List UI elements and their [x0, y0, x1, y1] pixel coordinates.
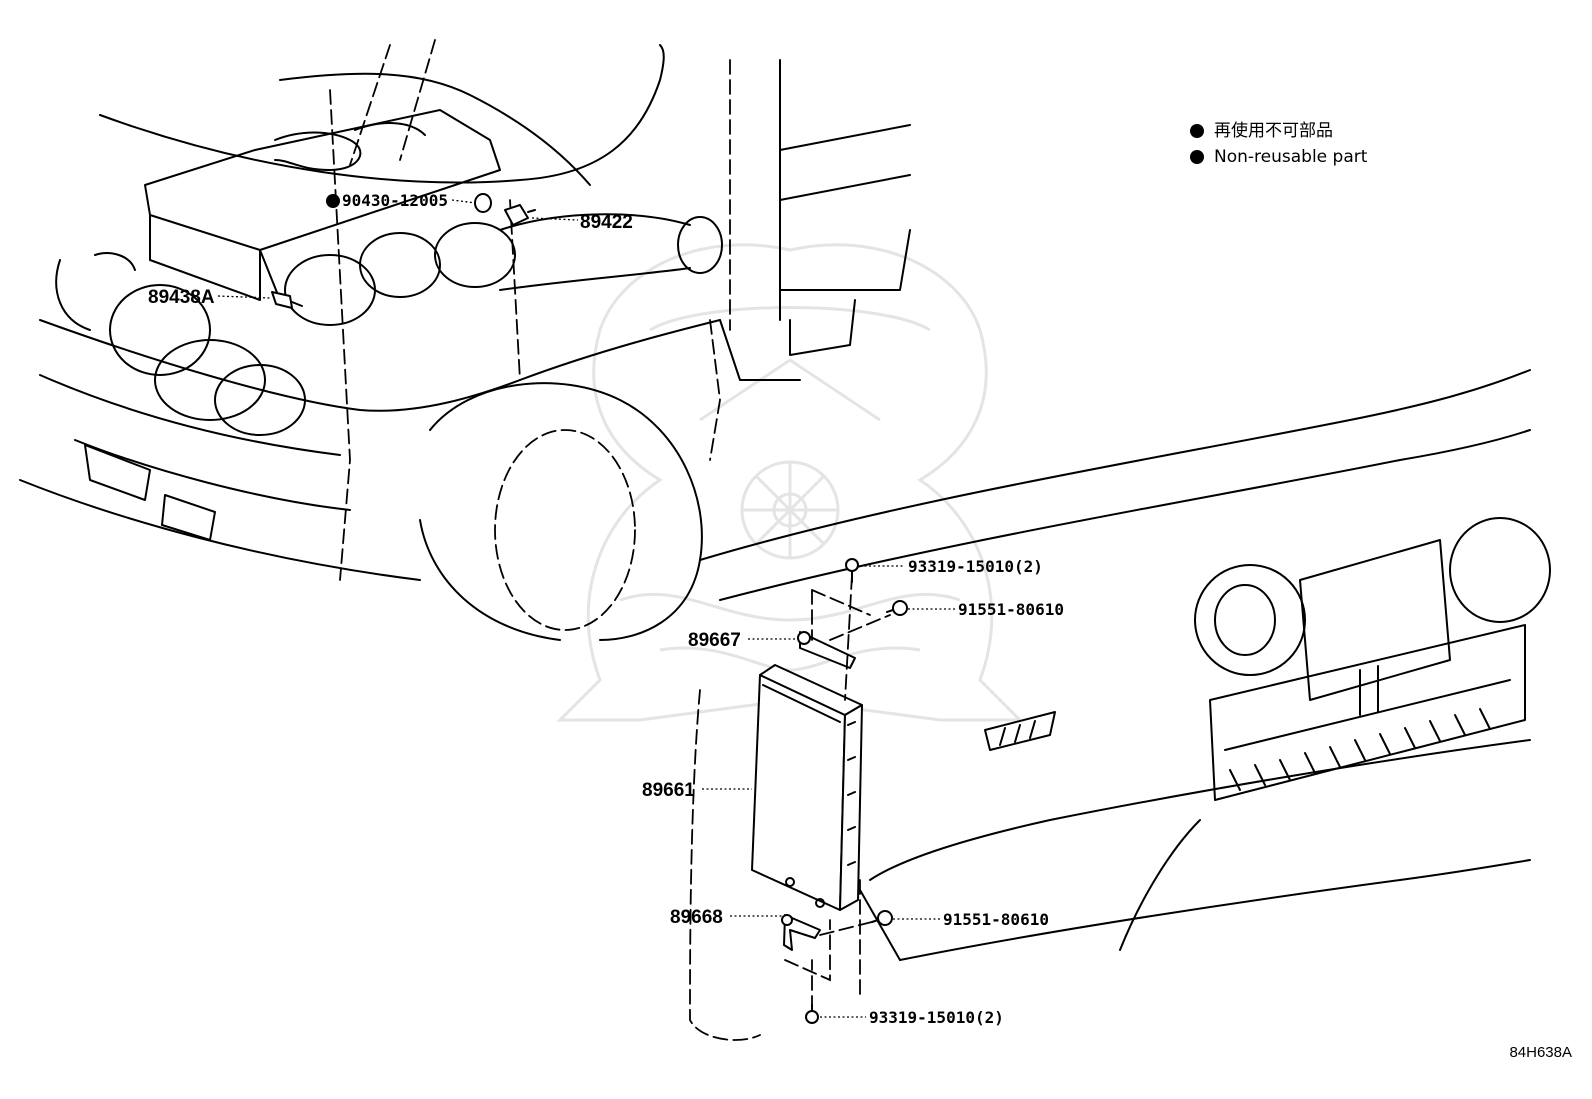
legend-text-english: Non-reusable part	[1214, 147, 1368, 167]
clip-top	[886, 600, 908, 616]
upper-bracket	[797, 631, 856, 669]
part-label-93319-15010-top: 93319-15010(2)	[908, 557, 1043, 576]
vehicle-front-illustration	[689, 369, 1551, 1041]
legend-row-japanese: 再使用不可部品	[1190, 118, 1367, 144]
diagram-code: 84H638A	[1509, 1044, 1572, 1061]
part-label-89438A: 89438A	[148, 287, 215, 308]
legend-text-japanese: 再使用不可部品	[1214, 121, 1333, 141]
clip-bottom	[871, 910, 893, 926]
part-label-90430-12005: 90430-12005	[342, 191, 448, 210]
leader-lines	[217, 199, 955, 1018]
legend-row-english: Non-reusable part	[1190, 144, 1367, 170]
part-label-91551-80610-top: 91551-80610	[958, 600, 1064, 619]
part-label-89667: 89667	[688, 630, 741, 651]
cab-door-illustration	[719, 59, 911, 381]
bolt-bottom	[805, 1004, 819, 1024]
part-label-89661: 89661	[642, 780, 695, 801]
non-reusable-dot-icon	[326, 194, 340, 208]
lower-bracket	[781, 914, 821, 951]
filled-circle-icon	[1190, 124, 1204, 138]
filled-circle-icon	[1190, 150, 1204, 164]
part-label-89422: 89422	[580, 212, 633, 233]
part-label-89668: 89668	[670, 907, 723, 928]
engine-bay-illustration	[19, 39, 731, 641]
legend: 再使用不可部品 Non-reusable part	[1190, 118, 1367, 170]
sensor-89438A	[271, 291, 303, 309]
bolt-top	[845, 558, 859, 583]
grille-slots	[1229, 708, 1491, 791]
watermark-emblem	[556, 243, 1024, 722]
part-label-93319-15010-bottom: 93319-15010(2)	[869, 1008, 1004, 1027]
part-label-91551-80610-bottom: 91551-80610	[943, 910, 1049, 929]
assembly-lines	[784, 574, 891, 1011]
ecu-module	[751, 664, 863, 911]
sensor-89422	[474, 193, 536, 226]
